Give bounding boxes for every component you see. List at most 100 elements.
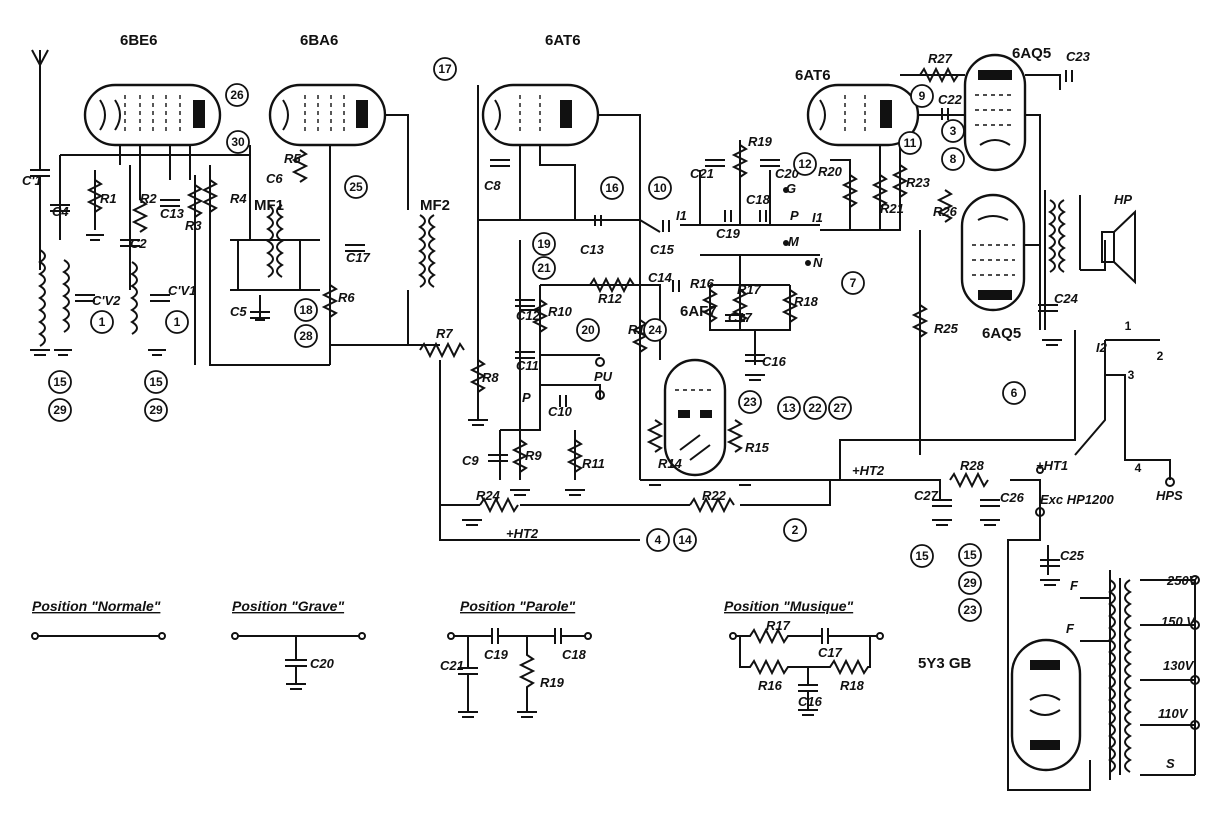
position-part-label: R16 [758, 678, 783, 693]
marker-number: 3 [950, 124, 957, 138]
transformer-label: MF1 [254, 197, 284, 214]
component-label: R1 [100, 191, 117, 206]
reference-marker: 20 [576, 318, 600, 342]
tube-label: 5Y3 GB [918, 655, 972, 672]
component-label: I2 [1096, 340, 1108, 355]
position-part-label: R19 [540, 675, 565, 690]
marker-circle [783, 518, 807, 542]
tube-label: 6AT6 [795, 67, 831, 84]
marker-circle [777, 396, 801, 420]
reference-marker: 7 [841, 271, 865, 295]
marker-circle [165, 310, 189, 334]
component-label: R19 [748, 134, 773, 149]
speaker-icon [1101, 209, 1136, 285]
reference-marker: 10 [648, 176, 672, 200]
reference-marker: 28 [294, 324, 318, 348]
reference-marker: 19 [532, 232, 556, 256]
reference-marker: 8 [941, 147, 965, 171]
component-label: C9 [462, 453, 479, 468]
component-label: HP [1114, 192, 1132, 207]
component-label: HPS [1156, 488, 1183, 503]
reference-marker: 12 [793, 152, 817, 176]
marker-number: 25 [349, 180, 363, 194]
marker-circle [648, 176, 672, 200]
marker-circle [828, 396, 852, 420]
marker-circle [793, 152, 817, 176]
marker-circle [958, 571, 982, 595]
reference-marker: 6 [1002, 381, 1026, 405]
marker-number: 29 [149, 403, 163, 417]
marker-number: 30 [231, 135, 245, 149]
marker-number: 17 [438, 62, 452, 76]
marker-number: 1 [99, 315, 106, 329]
marker-circle [841, 271, 865, 295]
tube-5y3gb [1010, 638, 1082, 772]
marker-number: 22 [808, 401, 822, 415]
component-label: C'V1 [168, 283, 196, 298]
marker-circle [941, 147, 965, 171]
component-label: C15 [650, 242, 675, 257]
marker-number: 26 [230, 88, 244, 102]
reference-marker: 4 [646, 528, 670, 552]
component-label: C8 [484, 178, 501, 193]
reference-marker: 2 [783, 518, 807, 542]
component-label: R28 [960, 458, 985, 473]
marker-circle [576, 318, 600, 342]
reference-marker: 30 [226, 130, 250, 154]
component-label: M [788, 234, 800, 249]
component-label: P [790, 208, 799, 223]
marker-number: 2 [792, 523, 799, 537]
marker-number: 13 [782, 401, 796, 415]
reference-marker: 18 [294, 298, 318, 322]
marker-number: 19 [537, 237, 551, 251]
marker-circle [144, 398, 168, 422]
marker-number: 24 [648, 323, 662, 337]
reference-marker: 1 [90, 310, 114, 334]
component-label: R5 [284, 151, 301, 166]
resistors [86, 66, 989, 514]
marker-number: 29 [963, 576, 977, 590]
component-label: C5 [230, 304, 247, 319]
component-label: R6 [338, 290, 355, 305]
position-title: Position "Grave" [232, 598, 344, 614]
marker-number: 23 [743, 395, 757, 409]
reference-marker: 22 [803, 396, 827, 420]
marker-number: 15 [149, 375, 163, 389]
marker-circle [294, 298, 318, 322]
marker-number: 4 [655, 533, 662, 547]
component-label: R27 [928, 51, 953, 66]
component-label: R14 [658, 456, 683, 471]
tube-label: 6AF7 [680, 303, 717, 320]
component-label: PU [594, 369, 613, 384]
marker-circle [48, 398, 72, 422]
component-label: C'V2 [92, 293, 121, 308]
component-label: C25 [1060, 548, 1085, 563]
component-label: R8 [482, 370, 499, 385]
component-label: C11 [516, 358, 539, 373]
component-label: R18 [794, 294, 819, 309]
marker-circle [898, 131, 922, 155]
reference-marker: 23 [738, 390, 762, 414]
marker-circle [532, 256, 556, 280]
component-label: R20 [818, 164, 843, 179]
tube-6af7 [663, 358, 727, 477]
marker-number: 1 [174, 315, 181, 329]
component-label: R4 [230, 191, 247, 206]
marker-number: 15 [915, 549, 929, 563]
reference-marker: 23 [958, 598, 982, 622]
component-label: C23 [1066, 49, 1091, 64]
component-label: C13 [160, 206, 185, 221]
component-label: R24 [476, 488, 501, 503]
marker-number: 16 [605, 181, 619, 195]
reference-marker: 1 [165, 310, 189, 334]
component-label: C26 [1000, 490, 1025, 505]
position-part-label: C20 [310, 656, 335, 671]
component-label: +HT2 [852, 463, 885, 478]
component-label: C17 [728, 310, 753, 325]
tube-6ba6 [268, 83, 387, 147]
marker-circle [532, 232, 556, 256]
reference-marker: 26 [225, 83, 249, 107]
marker-number: 29 [53, 403, 67, 417]
